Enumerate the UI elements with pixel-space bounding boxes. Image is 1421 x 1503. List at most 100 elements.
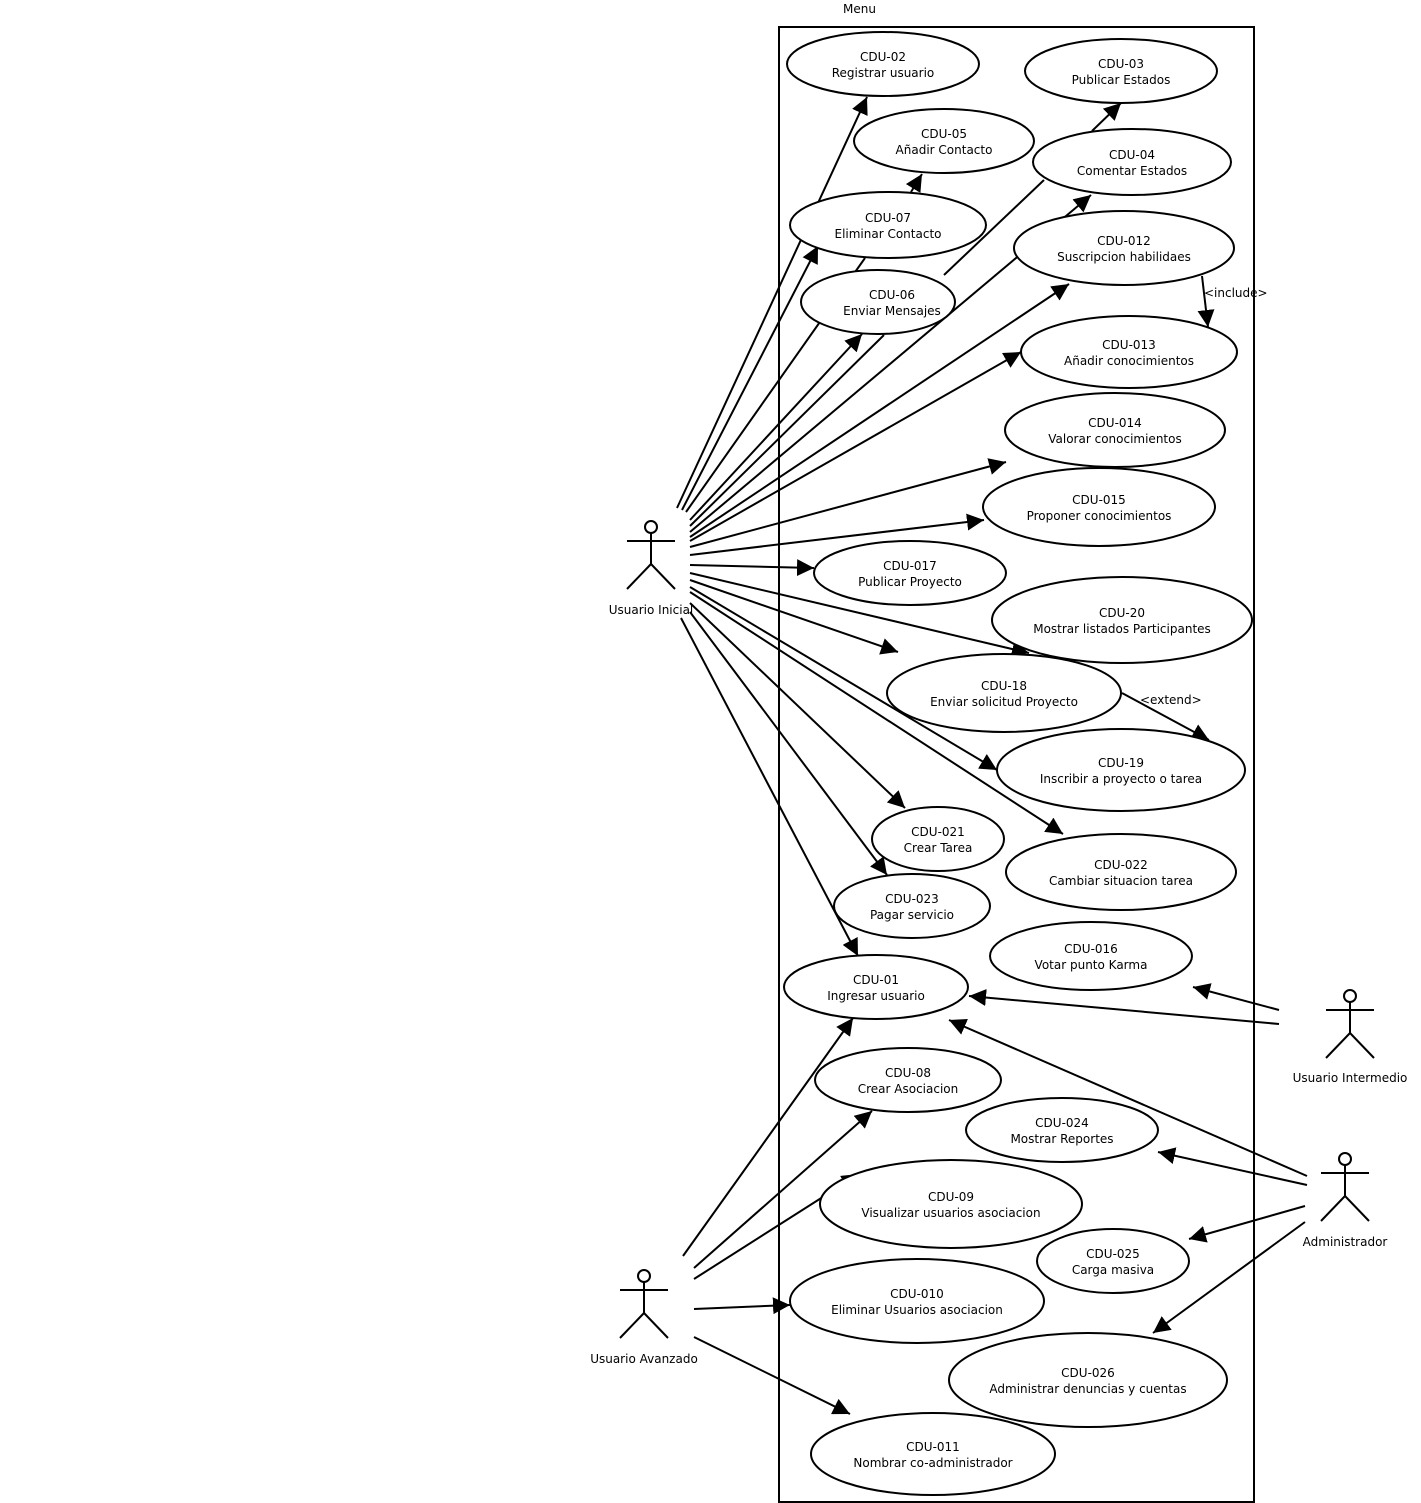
use-case-name: Visualizar usuarios asociacion <box>861 1206 1040 1220</box>
use-case-id: CDU-04 <box>1109 148 1155 162</box>
assoc-inicial-cdu07 <box>681 245 819 511</box>
actor-head-icon <box>1338 1152 1352 1166</box>
use-case-cdu08[interactable]: CDU-08 Crear Asociacion <box>814 1047 1002 1113</box>
actor-usuario-avanzado[interactable] <box>619 1269 669 1339</box>
use-case-name: Ingresar usuario <box>827 989 925 1003</box>
use-case-id: CDU-026 <box>1061 1366 1115 1380</box>
actor-head-icon <box>637 1269 651 1283</box>
use-case-cdu09[interactable]: CDU-09 Visualizar usuarios asociacion <box>819 1159 1083 1249</box>
assoc-inicial-cdu014 <box>689 458 1007 548</box>
use-case-id: CDU-015 <box>1072 493 1126 507</box>
use-case-cdu20[interactable]: CDU-20 Mostrar listados Participantes <box>991 576 1253 664</box>
use-case-name: Proponer conocimientos <box>1027 509 1172 523</box>
use-case-cdu03[interactable]: CDU-03 Publicar Estados <box>1024 38 1218 104</box>
assoc-avanzado-cdu010 <box>693 1297 791 1315</box>
actor-label-intermedio: Usuario Intermedio <box>1293 1071 1408 1085</box>
use-case-id: CDU-013 <box>1102 338 1156 352</box>
actor-label-inicial: Usuario Inicial <box>609 603 694 617</box>
use-case-cdu012[interactable]: CDU-012 Suscripcion habilidaes <box>1013 210 1235 286</box>
use-case-id: CDU-09 <box>928 1190 974 1204</box>
actor-head-icon <box>1343 989 1357 1003</box>
assoc-inicial-cdu20 <box>689 572 1030 658</box>
assoc-avanzado-cdu011 <box>693 1336 851 1415</box>
use-case-id: CDU-016 <box>1064 942 1118 956</box>
use-case-cdu026[interactable]: CDU-026 Administrar denuncias y cuentas <box>948 1332 1228 1428</box>
assoc-admin-cdu025 <box>1188 1205 1306 1243</box>
use-case-cdu021[interactable]: CDU-021 Crear Tarea <box>871 806 1005 872</box>
include-connector <box>1197 275 1215 328</box>
assoc-inicial-cdu02 <box>676 96 868 509</box>
use-case-cdu010[interactable]: CDU-010 Eliminar Usuarios asociacion <box>789 1258 1045 1344</box>
use-case-cdu011[interactable]: CDU-011 Nombrar co-administrador <box>810 1412 1056 1496</box>
actor-usuario-inicial[interactable] <box>626 520 676 590</box>
use-case-cdu016[interactable]: CDU-016 Votar punto Karma <box>989 921 1193 991</box>
use-case-name: Nombrar co-administrador <box>853 1456 1012 1470</box>
use-case-cdu024[interactable]: CDU-024 Mostrar Reportes <box>965 1097 1159 1163</box>
use-case-cdu02[interactable]: CDU-02 Registrar usuario <box>786 31 980 97</box>
use-case-name: Publicar Proyecto <box>858 575 962 589</box>
assoc-admin-cdu024 <box>1157 1147 1308 1186</box>
use-case-id: CDU-02 <box>860 50 906 64</box>
use-case-cdu05[interactable]: CDU-05 Añadir Contacto <box>853 108 1035 174</box>
actor-administrador[interactable] <box>1320 1152 1370 1222</box>
use-case-cdu017[interactable]: CDU-017 Publicar Proyecto <box>813 540 1007 606</box>
use-case-name: Añadir conocimientos <box>1064 354 1194 368</box>
use-case-name: Comentar Estados <box>1077 164 1187 178</box>
assoc-admin-cdu026 <box>1152 1221 1306 1334</box>
actor-label-avanzado: Usuario Avanzado <box>590 1352 698 1366</box>
use-case-id: CDU-010 <box>890 1287 944 1301</box>
use-case-id: CDU-20 <box>1099 606 1145 620</box>
use-case-name: Enviar solicitud Proyecto <box>930 695 1078 709</box>
use-case-id: CDU-021 <box>911 825 965 839</box>
use-case-cdu013[interactable]: CDU-013 Añadir conocimientos <box>1020 315 1238 389</box>
use-case-id: CDU-18 <box>981 679 1027 693</box>
assoc-avanzado-cdu08 <box>693 1110 873 1269</box>
use-case-id: CDU-06 <box>869 288 915 302</box>
use-case-id: CDU-19 <box>1098 756 1144 770</box>
use-case-id: CDU-025 <box>1086 1247 1140 1261</box>
use-case-cdu07[interactable]: CDU-07 Eliminar Contacto <box>789 191 987 259</box>
use-case-id: CDU-023 <box>885 892 939 906</box>
assoc-admin-cdu01 <box>948 1018 1308 1177</box>
use-case-name: Publicar Estados <box>1072 73 1171 87</box>
extend-connector <box>1121 692 1210 741</box>
assoc-inicial-cdu03-head <box>1091 102 1122 132</box>
assoc-inicial-cdu021 <box>689 602 906 809</box>
extend-label: <extend> <box>1140 693 1202 707</box>
assoc-intermedio-cdu016 <box>1192 983 1280 1011</box>
use-case-id: CDU-022 <box>1094 858 1148 872</box>
use-case-cdu01[interactable]: CDU-01 Ingresar usuario <box>783 954 969 1020</box>
assoc-inicial-cdu03-mid <box>943 179 1045 276</box>
actor-label-admin: Administrador <box>1303 1235 1388 1249</box>
use-case-cdu18[interactable]: CDU-18 Enviar solicitud Proyecto <box>886 653 1122 733</box>
actor-usuario-intermedio[interactable] <box>1325 989 1375 1059</box>
assoc-inicial-cdu06 <box>689 333 863 521</box>
use-case-name: Mostrar listados Participantes <box>1033 622 1211 636</box>
use-case-cdu014[interactable]: CDU-014 Valorar conocimientos <box>1004 392 1226 468</box>
use-case-name: Eliminar Usuarios asociacion <box>831 1303 1003 1317</box>
use-case-name: Valorar conocimientos <box>1048 432 1181 446</box>
assoc-inicial-cdu013 <box>689 351 1022 542</box>
assoc-inicial-cdu05-head <box>905 173 923 193</box>
use-case-name: Enviar Mensajes <box>843 304 941 318</box>
use-case-cdu025[interactable]: CDU-025 Carga masiva <box>1036 1228 1190 1294</box>
system-boundary <box>778 26 1255 1503</box>
use-case-cdu06[interactable]: CDU-06 Enviar Mensajes <box>800 269 956 335</box>
use-case-cdu023[interactable]: CDU-023 Pagar servicio <box>833 873 991 939</box>
assoc-inicial-cdu03 <box>689 334 885 527</box>
use-case-cdu19[interactable]: CDU-19 Inscribir a proyecto o tarea <box>996 728 1246 812</box>
use-case-name: Crear Asociacion <box>858 1082 959 1096</box>
use-case-cdu015[interactable]: CDU-015 Proponer conocimientos <box>982 467 1216 547</box>
use-case-id: CDU-01 <box>853 973 899 987</box>
actor-head-icon <box>644 520 658 534</box>
use-case-cdu04[interactable]: CDU-04 Comentar Estados <box>1032 128 1232 196</box>
use-case-name: Cambiar situacion tarea <box>1049 874 1193 888</box>
use-case-cdu022[interactable]: CDU-022 Cambiar situacion tarea <box>1005 833 1237 911</box>
assoc-inicial-cdu017 <box>689 559 815 577</box>
include-label: <include> <box>1204 286 1268 300</box>
use-case-name: Carga masiva <box>1072 1263 1154 1277</box>
system-title: Menu <box>843 2 876 16</box>
use-case-name: Suscripcion habilidaes <box>1057 250 1191 264</box>
use-case-name: Votar punto Karma <box>1035 958 1148 972</box>
